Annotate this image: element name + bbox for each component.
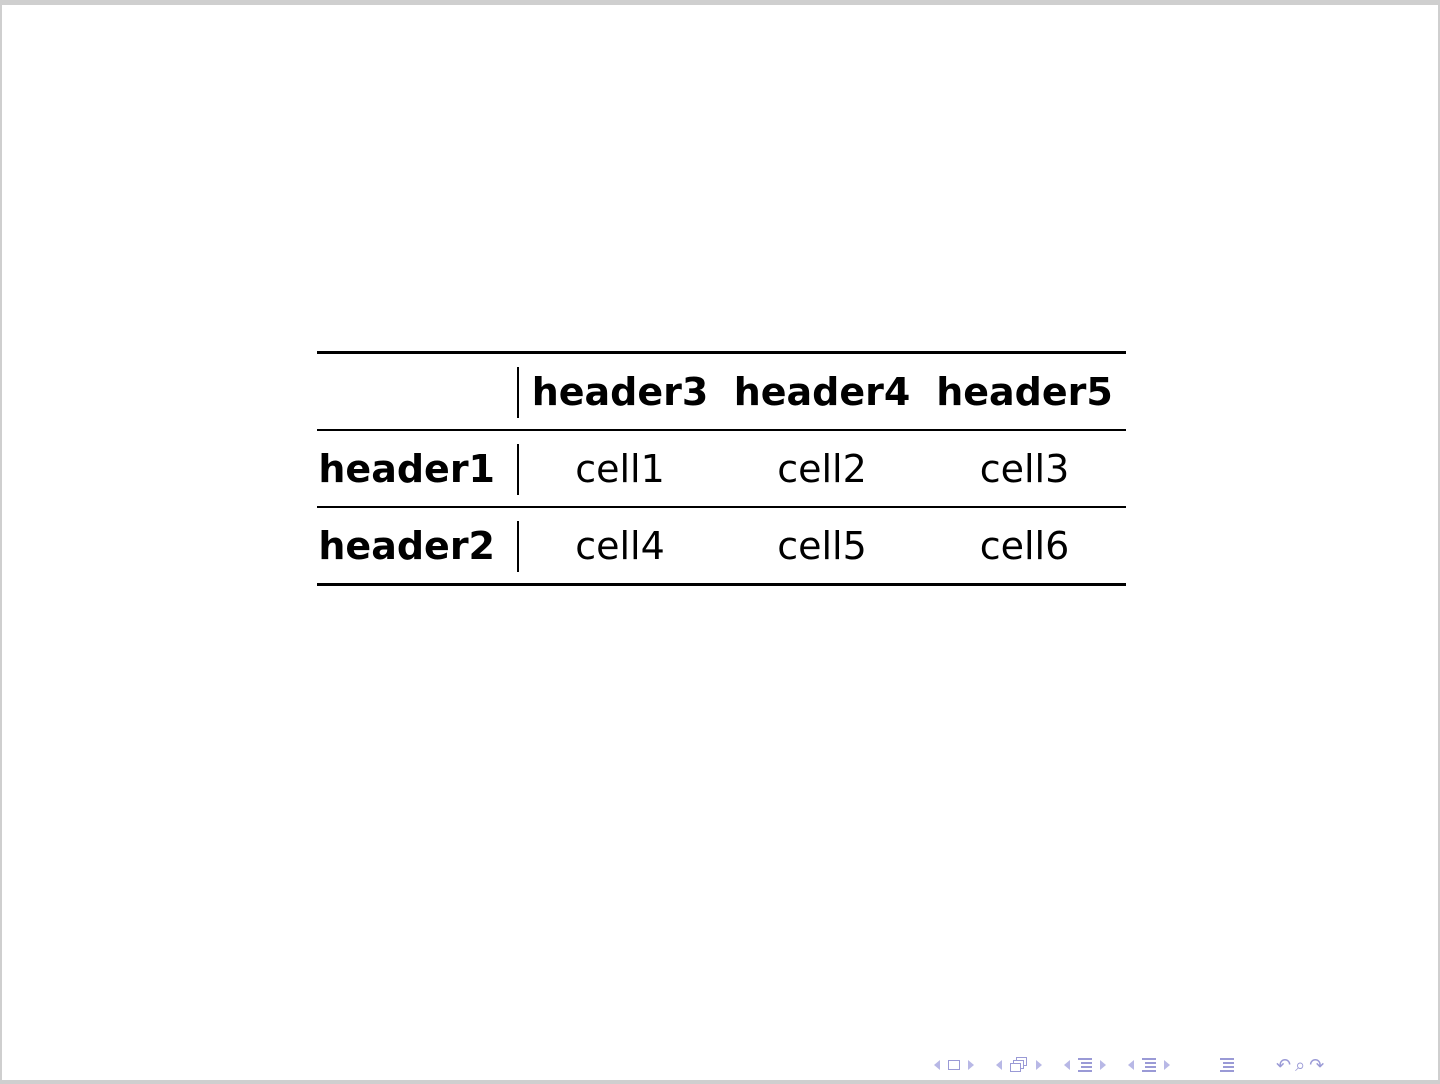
search-icon[interactable]: ⌕ — [1295, 1054, 1306, 1076]
section-navigation-icon[interactable] — [1060, 1058, 1110, 1072]
row-header: header1 — [317, 429, 519, 507]
previous-arrow-icon[interactable] — [996, 1060, 1002, 1070]
stacked-frames-icon — [1010, 1057, 1028, 1073]
search-controls: ↶ ⌕ ↷ — [1274, 1055, 1326, 1076]
next-arrow-icon[interactable] — [968, 1060, 974, 1070]
row-header-divider — [517, 367, 519, 418]
table-cell: cell3 — [923, 429, 1126, 507]
frame-navigation-icon[interactable] — [930, 1060, 978, 1070]
presentation-lines-icon — [1142, 1058, 1156, 1072]
previous-arrow-icon[interactable] — [1064, 1060, 1070, 1070]
column-header: header4 — [721, 351, 923, 430]
table-cell: cell6 — [923, 506, 1126, 586]
previous-arrow-icon[interactable] — [1128, 1060, 1134, 1070]
outline-lines-icon — [1220, 1058, 1234, 1072]
table-cell: cell5 — [721, 506, 923, 586]
subsection-navigation-icon[interactable] — [992, 1057, 1046, 1073]
data-table: header3 header4 header5 header1 cell1 ce… — [317, 351, 1126, 586]
outline-icon[interactable] — [1216, 1058, 1238, 1072]
next-arrow-icon[interactable] — [1100, 1060, 1106, 1070]
table-cell: cell2 — [721, 429, 923, 507]
table-cell: cell4 — [519, 506, 721, 586]
table-cell: cell1 — [519, 429, 721, 507]
section-lines-icon — [1078, 1058, 1092, 1072]
presentation-navigation-icon[interactable] — [1124, 1058, 1174, 1072]
table-row: header1 cell1 cell2 cell3 — [317, 429, 1126, 507]
table-row: header2 cell4 cell5 cell6 — [317, 506, 1126, 586]
column-header: header3 — [519, 351, 721, 430]
row-header-divider — [517, 444, 519, 495]
column-header: header5 — [923, 351, 1126, 430]
table-container: header3 header4 header5 header1 cell1 ce… — [317, 351, 1126, 586]
next-arrow-icon[interactable] — [1164, 1060, 1170, 1070]
forward-icon[interactable]: ↷ — [1309, 1054, 1325, 1076]
previous-arrow-icon[interactable] — [934, 1060, 940, 1070]
header-row: header3 header4 header5 — [317, 351, 1126, 430]
frame-icon — [948, 1060, 960, 1070]
back-icon[interactable]: ↶ — [1276, 1054, 1292, 1076]
beamer-navigation-bar: ↶ ⌕ ↷ — [930, 1053, 1326, 1077]
row-header-divider — [517, 521, 519, 572]
corner-cell — [317, 351, 519, 430]
row-header: header2 — [317, 506, 519, 586]
next-arrow-icon[interactable] — [1036, 1060, 1042, 1070]
